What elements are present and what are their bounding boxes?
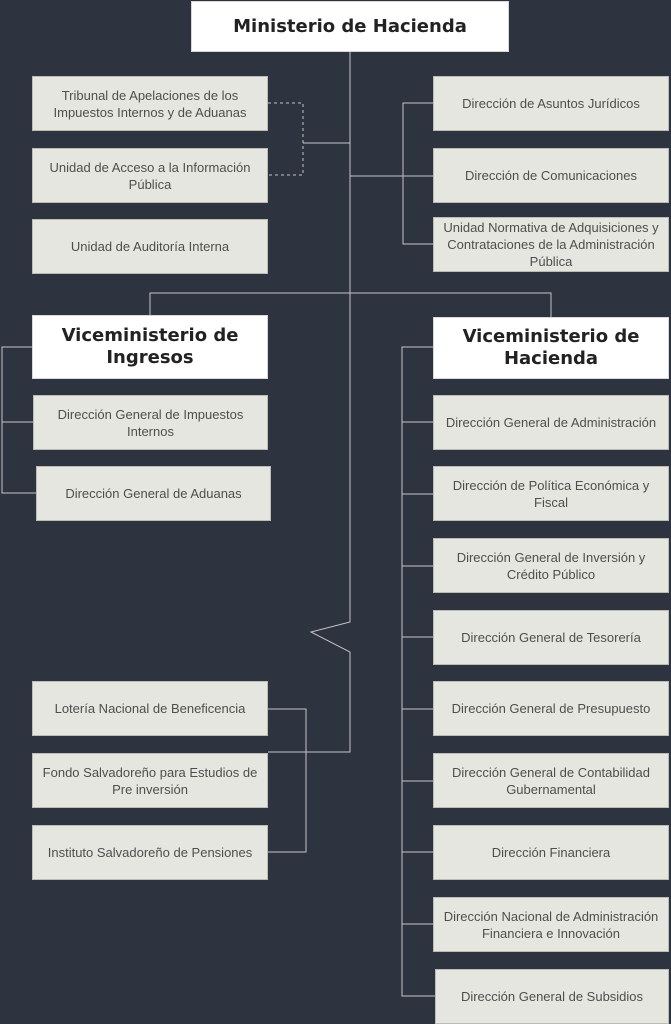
staff-right-box-2[interactable]: Unidad Normativa de Adquisiciones y Cont… [433, 217, 669, 272]
staff-left-box-1[interactable]: Unidad de Acceso a la Información Públic… [32, 148, 268, 203]
attached-bracket [268, 708, 307, 853]
hacienda-unit-box-3[interactable]: Dirección General de Tesorería [433, 610, 669, 665]
hacienda-unit-box-0[interactable]: Dirección General de Administración [433, 395, 669, 450]
staff-right-box-0[interactable]: Dirección de Asuntos Jurídicos [433, 76, 669, 131]
vice-ingresos-box[interactable]: Viceministerio de Ingresos [32, 315, 268, 379]
hacienda-unit-box-8[interactable]: Dirección General de Subsidios [435, 969, 669, 1024]
attached-entity-box-1[interactable]: Fondo Salvadoreño para Estudios de Pre i… [32, 753, 268, 808]
ingresos-unit-box-0[interactable]: Dirección General de Impuestos Internos [33, 395, 268, 450]
ministerio-hacienda-box[interactable]: Ministerio de Hacienda [191, 1, 509, 52]
ingresos-bracket [1, 346, 36, 494]
hacienda-unit-box-6[interactable]: Dirección Financiera [433, 825, 669, 880]
hacienda-bracket [401, 346, 435, 997]
attached-entity-box-2[interactable]: Instituto Salvadoreño de Pensiones [32, 825, 268, 880]
hacienda-unit-box-5[interactable]: Dirección General de Contabilidad Gubern… [433, 753, 669, 808]
staff-left-box-0[interactable]: Tribunal de Apelaciones de los Impuestos… [32, 76, 268, 131]
staff-right-box-1[interactable]: Dirección de Comunicaciones [433, 148, 669, 203]
staff-left-box-2[interactable]: Unidad de Auditoría Interna [32, 219, 268, 274]
ingresos-unit-box-1[interactable]: Dirección General de Aduanas [36, 466, 271, 521]
hacienda-unit-box-7[interactable]: Dirección Nacional de Administración Fin… [433, 897, 669, 952]
hacienda-unit-box-1[interactable]: Dirección de Política Económica y Fiscal [433, 466, 669, 521]
vice-branch-line [149, 292, 552, 317]
main-trunk-line [268, 52, 351, 753]
hacienda-unit-box-2[interactable]: Dirección General de Inversión y Crédito… [433, 538, 669, 593]
staff-left-bracket [268, 102, 304, 176]
vice-hacienda-box[interactable]: Viceministerio de Hacienda [433, 317, 669, 379]
staff-right-bracket [402, 102, 433, 245]
hacienda-unit-box-4[interactable]: Dirección General de Presupuesto [433, 681, 669, 736]
attached-entity-box-0[interactable]: Lotería Nacional de Beneficencia [32, 681, 268, 736]
